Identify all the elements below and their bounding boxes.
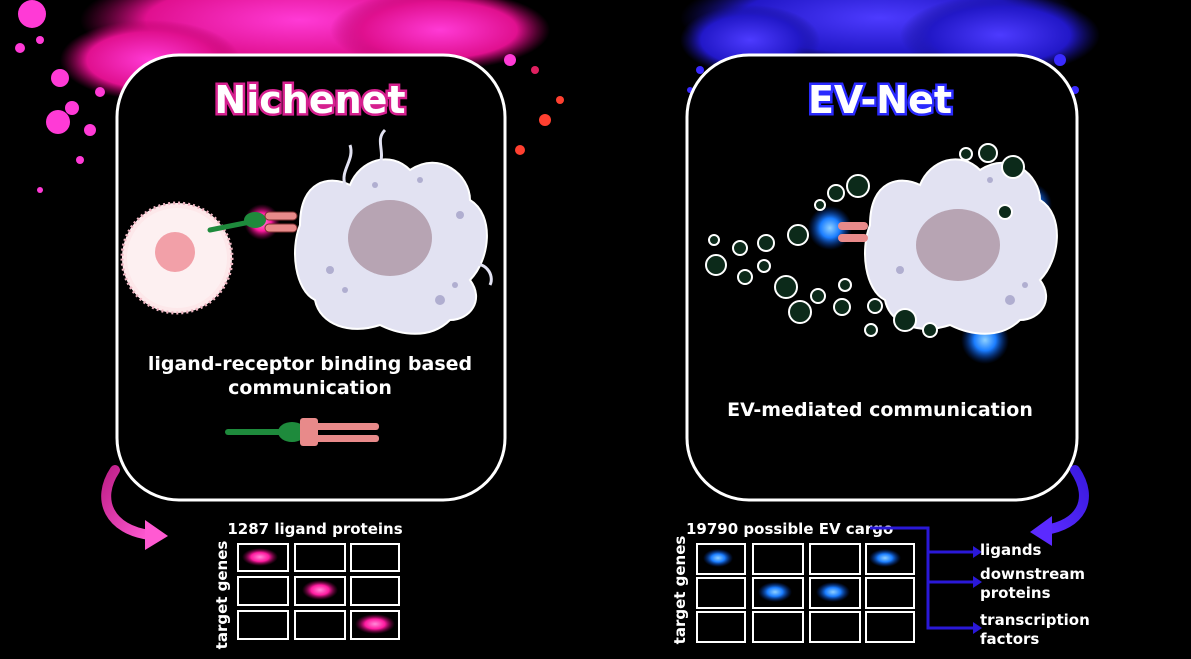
sender-cell-icon (120, 201, 234, 315)
ev-receiver-cell-icon (808, 158, 1058, 364)
evnet-caption: EV-mediated communication (727, 399, 1033, 421)
ev-grid-header: 19790 possible EV cargo (686, 520, 893, 538)
output-tf-line1: transcription (980, 611, 1090, 629)
pink-curved-arrow-icon (101, 465, 168, 550)
nichenet-title: Nichenet (214, 78, 405, 122)
ligand-receptor-icon (225, 418, 379, 446)
output-downstream-line2: proteins (980, 584, 1051, 602)
evnet-title: EV-Net (808, 78, 952, 122)
output-ligands: ligands (980, 541, 1042, 559)
nichenet-caption-line2: communication (228, 377, 392, 399)
output-tf-line2: factors (980, 630, 1039, 648)
evnet-panel: EV-Net EV-mediated communicati (685, 53, 1079, 502)
ev-vesicle-icons (705, 143, 1025, 338)
ligand-grid-header: 1287 ligand proteins (227, 520, 402, 538)
ev-cargo-gene-grid: 19790 possible EV cargo target genes (671, 520, 915, 645)
output-downstream-line1: downstream (980, 565, 1085, 583)
output-labels: ligands downstream proteins transcriptio… (980, 541, 1090, 648)
nichenet-panel: Nichenet (115, 53, 507, 502)
blue-curved-arrow-icon (1030, 465, 1089, 546)
left-axis-label: target genes (213, 541, 231, 650)
ligand-icon (207, 204, 298, 240)
nichenet-caption-line1: ligand-receptor binding based (148, 353, 472, 375)
right-axis-label: target genes (671, 536, 689, 645)
output-arrows (870, 526, 975, 630)
receiver-cell-icon (294, 128, 493, 335)
ligand-gene-grid: 1287 ligand proteins target genes (213, 520, 403, 649)
